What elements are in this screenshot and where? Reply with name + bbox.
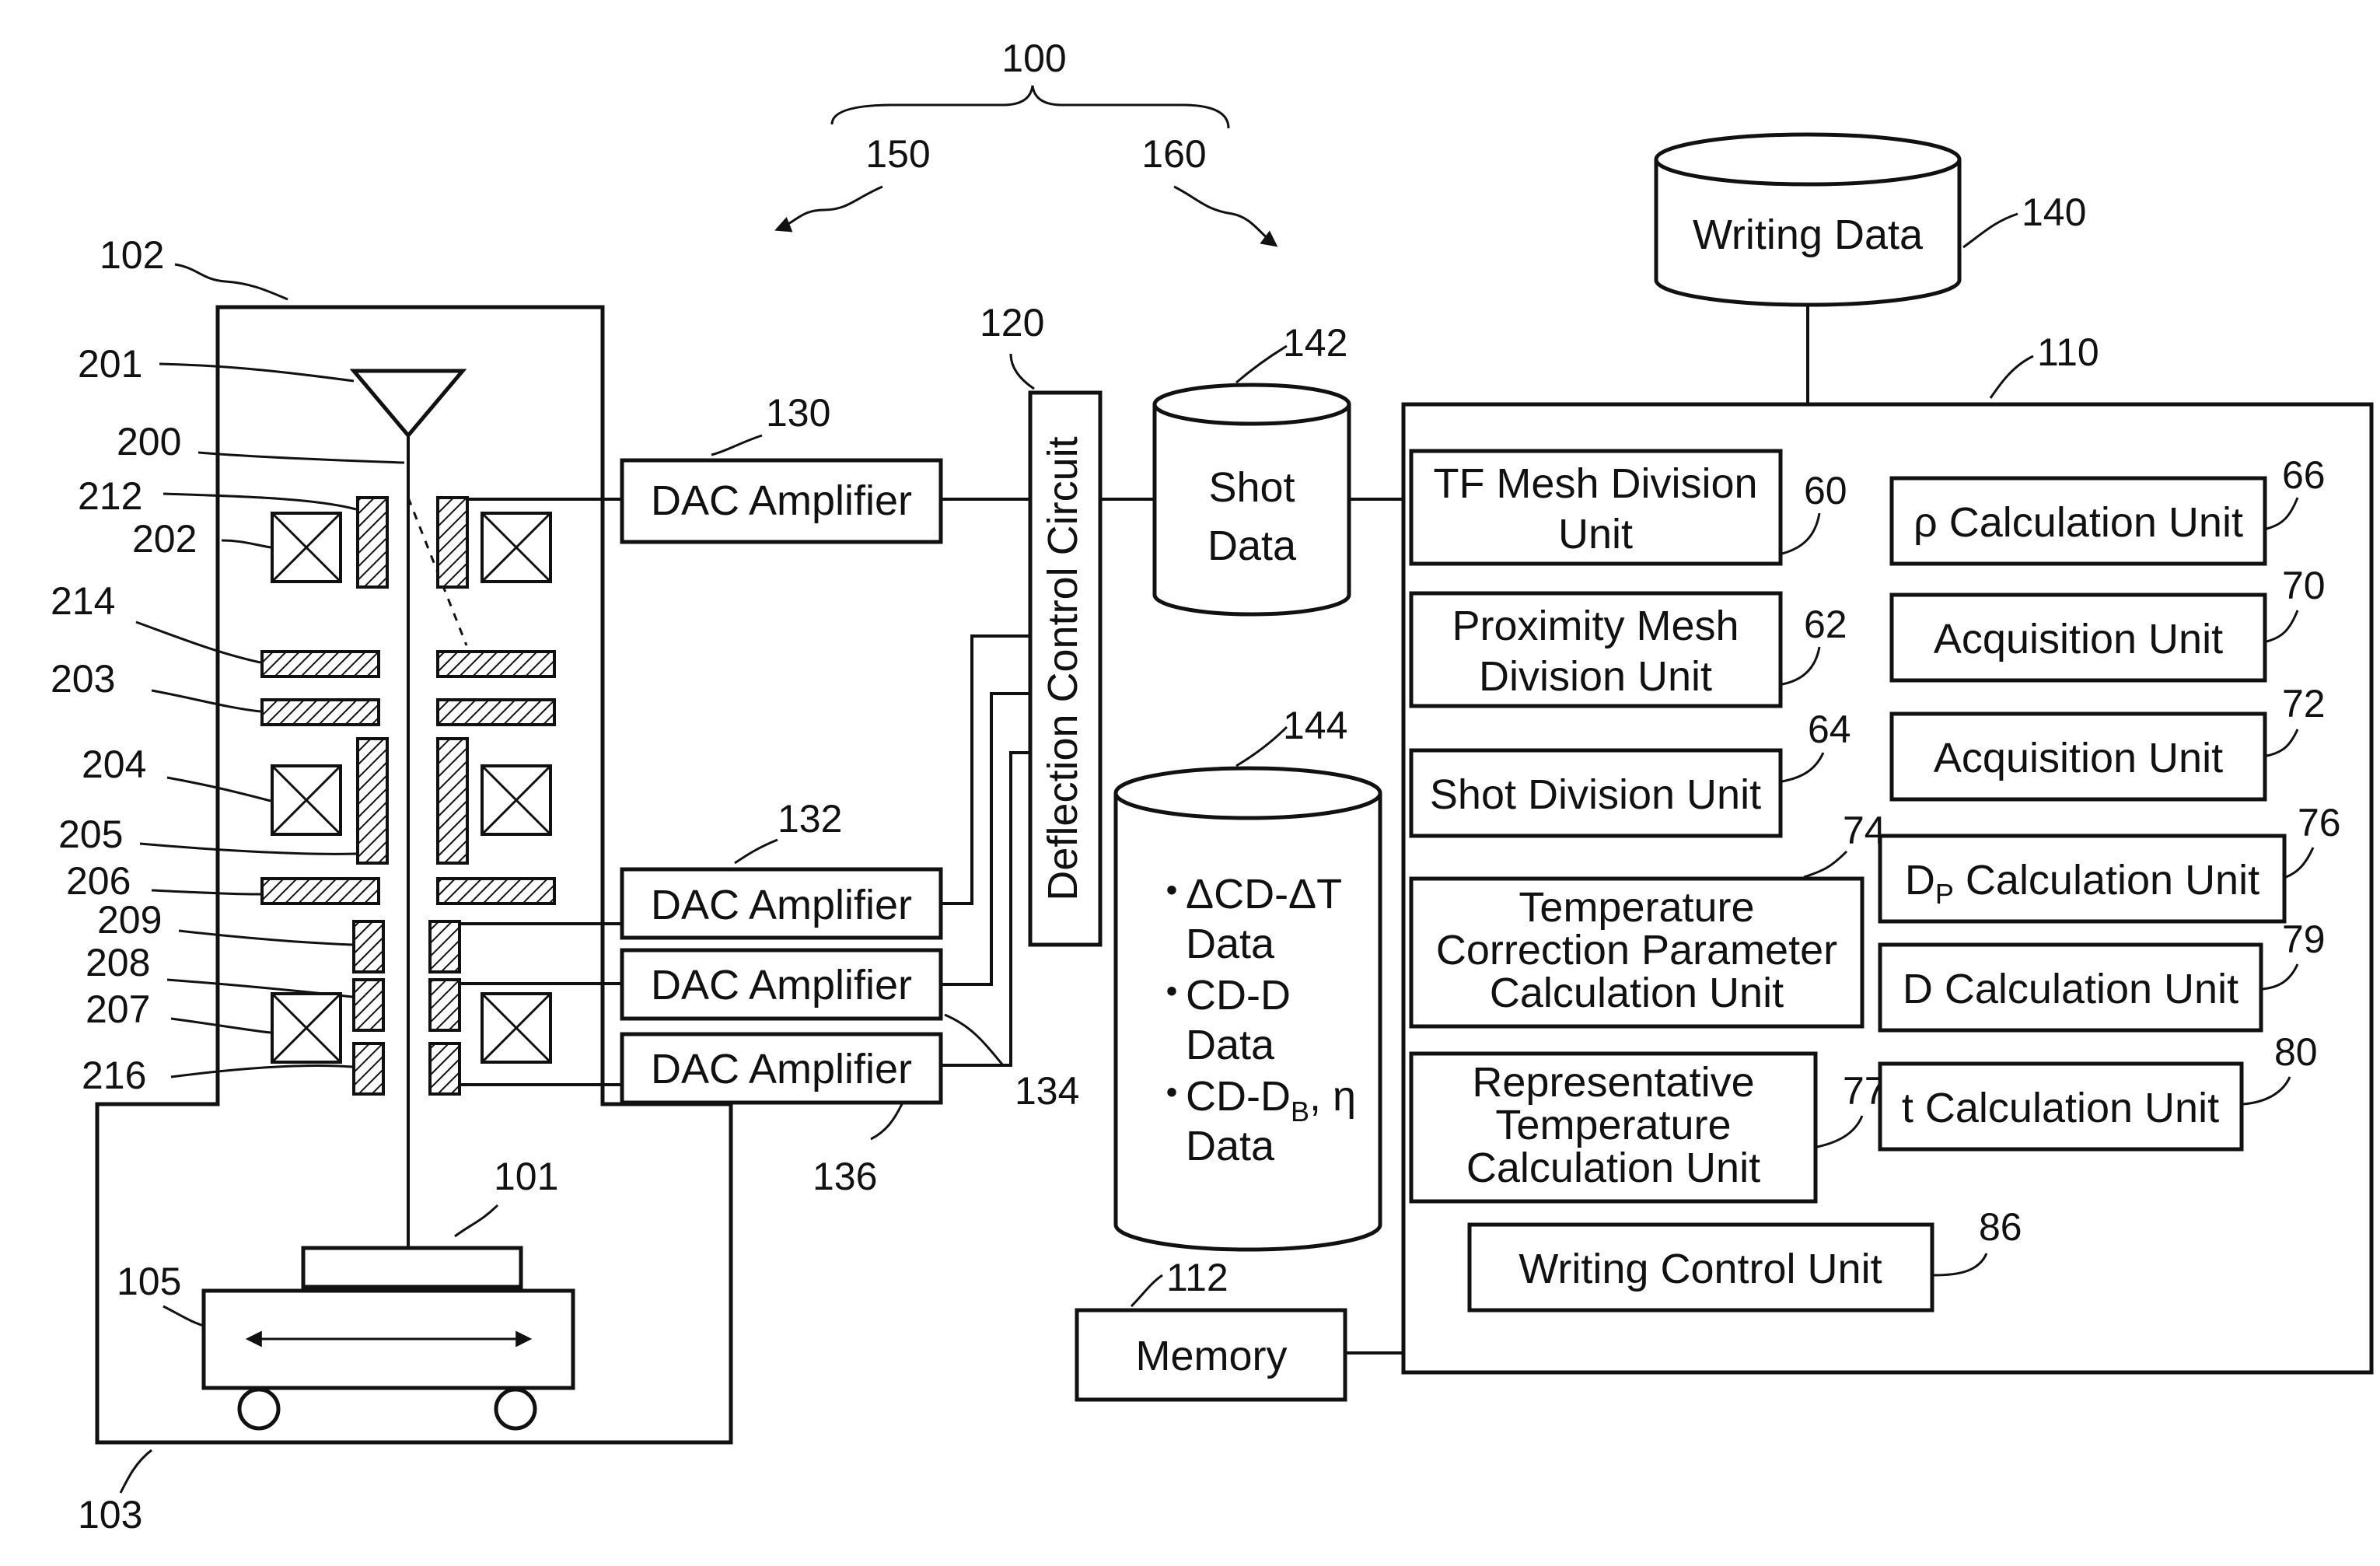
component-ref-209-label: 209 xyxy=(97,898,162,942)
unit-label-line: Acquisition Unit xyxy=(1934,735,2223,781)
dac-amplifier-label: DAC Amplifier xyxy=(651,882,912,928)
storage-item-data-label: Data xyxy=(1186,1022,1275,1068)
unit-ref-label: 62 xyxy=(1804,603,1847,646)
unit-label-line: Shot Division Unit xyxy=(1430,771,1761,818)
unit-label-line: ρ Calculation Unit xyxy=(1913,499,2243,546)
writing-data-label: Writing Data xyxy=(1693,211,1924,258)
dac-amplifier-130: DAC Amplifier 130 xyxy=(622,391,941,542)
deflection-control-circuit-label: Deflection Control Circuit xyxy=(1040,436,1086,900)
storage-item-data-label: Data xyxy=(1186,1123,1275,1169)
representative-temperature-calculation-unit: Representative Temperature Calculation U… xyxy=(1411,1054,1886,1201)
component-ref-214-label: 214 xyxy=(51,579,115,623)
unit-ref-label: 79 xyxy=(2282,918,2326,961)
data-storage-144: 144 ・ ΔCD-ΔT Data ・ CD-D Data ・ CD-DB, η… xyxy=(1116,704,1380,1250)
memory-ref-label: 112 xyxy=(1166,1256,1228,1299)
chamber-ref-label: 102 xyxy=(100,233,164,277)
unit-label-line: Acquisition Unit xyxy=(1934,616,2223,662)
component-ref-216-label: 216 xyxy=(82,1054,146,1097)
storage-144-ref-label: 144 xyxy=(1283,704,1347,747)
group-ref-160-label: 160 xyxy=(1141,132,1206,176)
unit-ref-label: 70 xyxy=(2282,564,2326,607)
shot-data-label-line1: Shot xyxy=(1208,464,1295,511)
stage-ref-label: 105 xyxy=(117,1260,181,1303)
memory-block: Memory 112 xyxy=(1077,1256,1403,1400)
unit-label-line: t Calculation Unit xyxy=(1902,1085,2219,1131)
dac-amplifier-136: DAC Amplifier 136 xyxy=(622,1034,941,1198)
group-ref-150-label: 150 xyxy=(865,132,930,176)
unit-label-line: Temperature xyxy=(1495,1102,1731,1148)
beam-ref-label: 200 xyxy=(117,420,181,463)
dac-amplifier-label: DAC Amplifier xyxy=(651,1046,912,1092)
unit-label-line: D Calculation Unit xyxy=(1903,966,2238,1012)
shot-data-storage: Shot Data 142 xyxy=(1100,321,1403,614)
unit-label-line: TF Mesh Division xyxy=(1433,460,1757,507)
shot-data-label-line2: Data xyxy=(1207,523,1297,569)
unit-label-line: Representative xyxy=(1472,1059,1754,1106)
unit-label-line: Calculation Unit xyxy=(1466,1145,1760,1191)
unit-label-line: Writing Control Unit xyxy=(1519,1246,1882,1292)
unit-ref-label: 60 xyxy=(1804,469,1847,512)
electron-gun-icon xyxy=(354,371,463,435)
unit-label-line: DP Calculation Unit xyxy=(1905,857,2259,910)
target-object xyxy=(303,1248,521,1287)
dac-amplifier-ref-label: 136 xyxy=(813,1155,877,1198)
component-ref-208-label: 208 xyxy=(86,941,150,984)
unit-ref-label: 86 xyxy=(1979,1205,2022,1249)
unit-ref-label: 66 xyxy=(2282,453,2326,497)
storage-item-cd-db-eta: CD-DB, η xyxy=(1186,1073,1356,1127)
unit-label-line: Unit xyxy=(1558,511,1633,558)
unit-ref-label: 76 xyxy=(2298,801,2341,844)
proximity-mesh-division-unit: Proximity Mesh Division Unit 62 xyxy=(1411,593,1847,706)
component-ref-204-label: 204 xyxy=(82,743,146,786)
component-ref-205-label: 205 xyxy=(58,813,123,856)
unit-label-line: Proximity Mesh xyxy=(1452,603,1739,649)
dac-amplifier-132: DAC Amplifier 132 xyxy=(622,797,941,938)
system-brace: 100 150 160 xyxy=(778,37,1275,245)
dac-amplifier-ref-label: 130 xyxy=(766,391,830,435)
dac-amplifier-ref-label: 132 xyxy=(778,797,842,841)
component-ref-203-label: 203 xyxy=(51,657,115,701)
dac-amplifier-label: DAC Amplifier xyxy=(651,477,912,524)
component-ref-212-label: 212 xyxy=(78,474,142,518)
deflection-control-circuit-ref-label: 120 xyxy=(980,301,1044,344)
control-computer-ref-label: 110 xyxy=(2037,330,2099,374)
storage-item-cd-d: CD-D xyxy=(1186,972,1291,1019)
unit-label-line: Temperature xyxy=(1519,884,1754,931)
component-ref-202-label: 202 xyxy=(132,517,197,561)
unit-label-line: Correction Parameter xyxy=(1436,927,1837,974)
tf-mesh-division-unit: TF Mesh Division Unit 60 xyxy=(1411,451,1847,564)
deflection-control-circuit: Deflection Control Circuit 120 xyxy=(980,301,1100,945)
writing-data-ref-label: 140 xyxy=(2022,191,2086,234)
target-ref-label: 101 xyxy=(494,1155,558,1198)
unit-ref-label: 80 xyxy=(2274,1030,2318,1074)
unit-ref-label: 72 xyxy=(2282,682,2326,725)
shot-data-ref-label: 142 xyxy=(1283,321,1347,365)
storage-item-data-label: Data xyxy=(1186,921,1275,967)
system-ref-label: 100 xyxy=(1001,37,1066,80)
dac-amplifier-label: DAC Amplifier xyxy=(651,962,912,1008)
unit-label-line: Division Unit xyxy=(1479,653,1712,700)
component-ref-206-label: 206 xyxy=(66,859,131,903)
unit-ref-label: 64 xyxy=(1808,708,1851,751)
storage-item-delta-cd-delta-t: ΔCD-ΔT xyxy=(1186,871,1342,918)
unit-label-line: Calculation Unit xyxy=(1490,970,1784,1016)
dac-amplifier-ref-label: 134 xyxy=(1015,1069,1079,1113)
gun-ref-label: 201 xyxy=(78,342,142,386)
memory-label: Memory xyxy=(1135,1333,1287,1379)
control-computer: 110 TF Mesh Division Unit 60 Proximity M… xyxy=(1403,330,2371,1372)
lower-chamber-ref-label: 103 xyxy=(78,1493,142,1536)
amplifier-wiring xyxy=(941,499,1030,1065)
component-ref-207-label: 207 xyxy=(86,987,150,1031)
